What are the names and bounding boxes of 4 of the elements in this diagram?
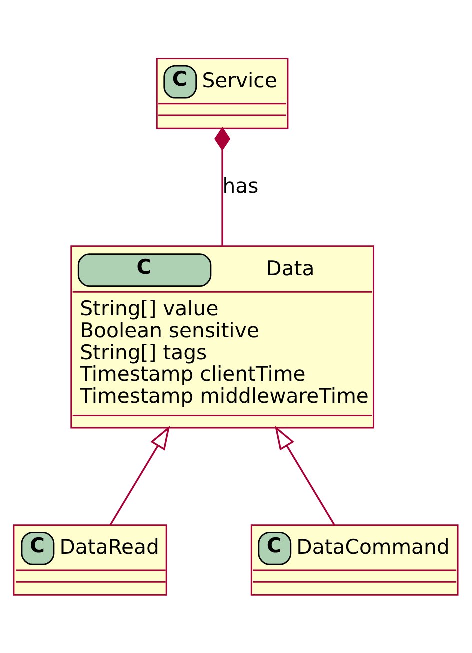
edge-label: has [222,173,259,198]
connector [214,126,231,246]
arrow [274,425,336,526]
arrow [110,425,170,526]
